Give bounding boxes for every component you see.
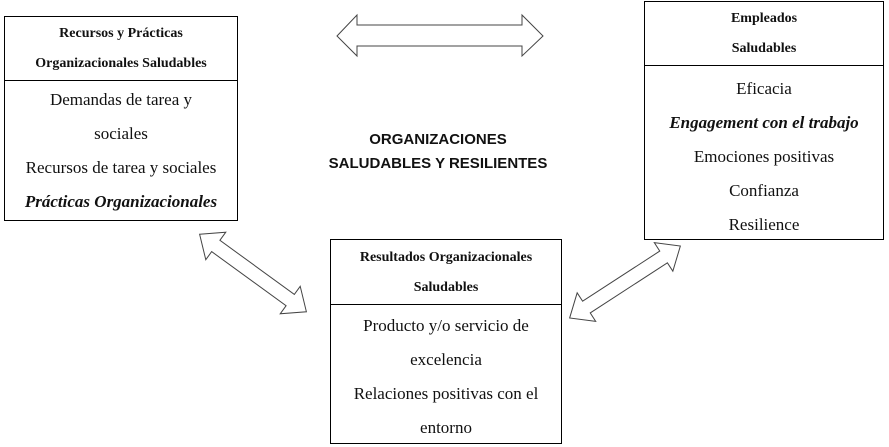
list-item: Recursos de tarea y sociales [25,158,217,177]
center-title: ORGANIZACIONES SALUDABLES Y RESILIENTES [318,128,558,176]
header-line: Saludables [413,280,479,295]
healthy-employees-list: Eficacia Engagement con el trabajo Emoci… [645,66,883,242]
list-item: Prácticas Organizacionales [24,192,218,211]
list-item: Confianza [729,181,799,200]
list-item: sociales [94,124,148,143]
healthy-employees-box: Empleados Saludables Eficacia Engagement… [644,1,884,240]
header-line: Recursos y Prácticas [59,26,183,41]
header-line: Organizacionales Saludables [35,56,207,71]
list-item: Producto y/o servicio de [363,316,529,335]
double-arrow-horizontal-icon [336,13,544,58]
double-arrow-diagonal-left-icon [198,231,308,315]
resources-practices-list: Demandas de tarea y sociales Recursos de… [5,81,237,219]
resources-practices-header: Recursos y Prácticas Organizacionales Sa… [5,17,237,81]
header-line: Saludables [731,41,797,56]
list-item: entorno [420,418,472,437]
healthy-results-box: Resultados Organizacionales Saludables P… [330,239,562,444]
list-item: Resilience [728,215,800,234]
center-title-line: ORGANIZACIONES [369,131,507,148]
list-item: Relaciones positivas con el [353,384,539,403]
list-item: Demandas de tarea y [49,90,193,109]
list-item: excelencia [410,350,482,369]
list-item: Eficacia [736,79,792,98]
resources-practices-box: Recursos y Prácticas Organizacionales Sa… [4,16,238,221]
header-line: Empleados [730,11,798,26]
double-arrow-diagonal-right-icon [569,242,681,322]
list-item: Emociones positivas [693,147,835,166]
center-title-line: SALUDABLES Y RESILIENTES [328,155,548,172]
healthy-employees-header: Empleados Saludables [645,2,883,66]
healthy-results-list: Producto y/o servicio de excelencia Rela… [331,305,561,445]
list-item: Engagement con el trabajo [669,113,859,132]
header-line: Resultados Organizacionales [359,250,533,265]
healthy-results-header: Resultados Organizacionales Saludables [331,240,561,305]
